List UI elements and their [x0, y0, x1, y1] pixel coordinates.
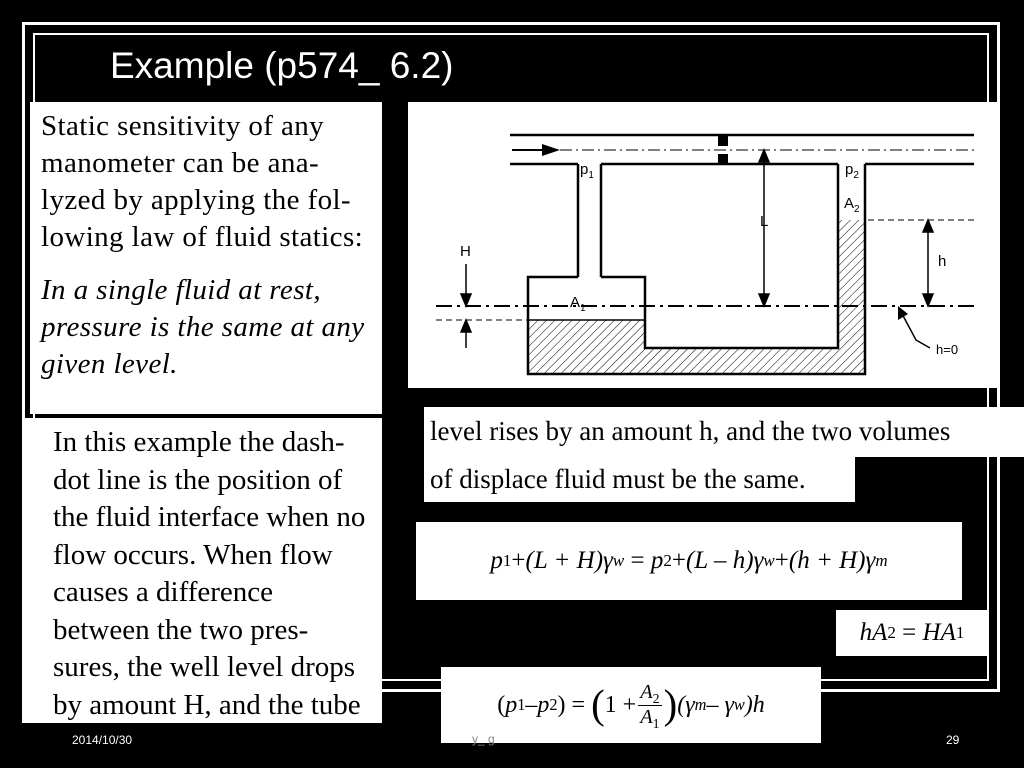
flow-arrow — [512, 144, 560, 156]
text-line: lyzed by applying the fol- — [41, 184, 351, 216]
p2-label: p2 — [845, 161, 859, 181]
text-line: between the two pres- — [53, 613, 309, 646]
drop-H-arrows — [459, 264, 473, 348]
height-h-arrow — [921, 218, 935, 308]
well-fluid — [528, 320, 645, 374]
slide-title: Example (p574_ 6.2) — [110, 45, 454, 86]
manometer-diagram-svg: p1 p2 A1 A2 L H h h=0 — [436, 133, 974, 376]
area-ratio-fraction: A2 A1 — [638, 681, 662, 732]
page-number: 29 — [946, 733, 960, 747]
text-line: manometer can be ana- — [41, 147, 320, 179]
h-label: h — [938, 253, 946, 270]
text-line: lowing law of fluid statics: — [41, 221, 364, 253]
continuation-line-2: of displace fluid must be the same. — [424, 457, 855, 502]
law-line: In a single fluid at rest, — [41, 274, 321, 306]
law-line: given level. — [41, 348, 178, 380]
H-label: H — [460, 243, 471, 260]
L-label: L — [760, 213, 768, 230]
text-line: Static sensitivity of any — [41, 110, 325, 142]
text-line: dot line is the position of — [53, 463, 343, 496]
example-description-panel: In this example the dash- dot line is th… — [22, 418, 382, 723]
zero-level-pointer — [898, 306, 931, 349]
length-L-arrow — [757, 148, 771, 308]
law-line: pressure is the same at any — [41, 311, 365, 343]
footer-center-text: y_ g — [472, 732, 495, 746]
static-sensitivity-panel: Static sensitivity of any manometer can … — [30, 102, 382, 414]
text-line: In this example the dash- — [53, 426, 345, 458]
orifice-mark — [718, 154, 728, 164]
footer-date: 2014/10/30 — [72, 733, 133, 747]
text-line: the fluid interface when no — [53, 501, 366, 533]
text-line: causes a difference — [53, 576, 274, 608]
manometer-diagram: p1 p2 A1 A2 L H h h=0 — [408, 102, 1000, 388]
h0-label: h=0 — [936, 342, 958, 357]
text-line: by amount H, and the tube — [53, 688, 361, 721]
orifice-mark — [718, 136, 728, 146]
A1-label: A1 — [570, 294, 586, 314]
tube-fluid — [838, 220, 865, 374]
text-line: sures, the well level drops — [53, 651, 356, 683]
p1-label: p1 — [580, 161, 594, 181]
bottom-tube-fluid — [645, 348, 838, 374]
continuation-line-1: level rises by an amount h, and the two … — [424, 407, 1024, 457]
text-line: flow occurs. When flow — [53, 538, 333, 571]
A2-label: A2 — [844, 195, 860, 215]
